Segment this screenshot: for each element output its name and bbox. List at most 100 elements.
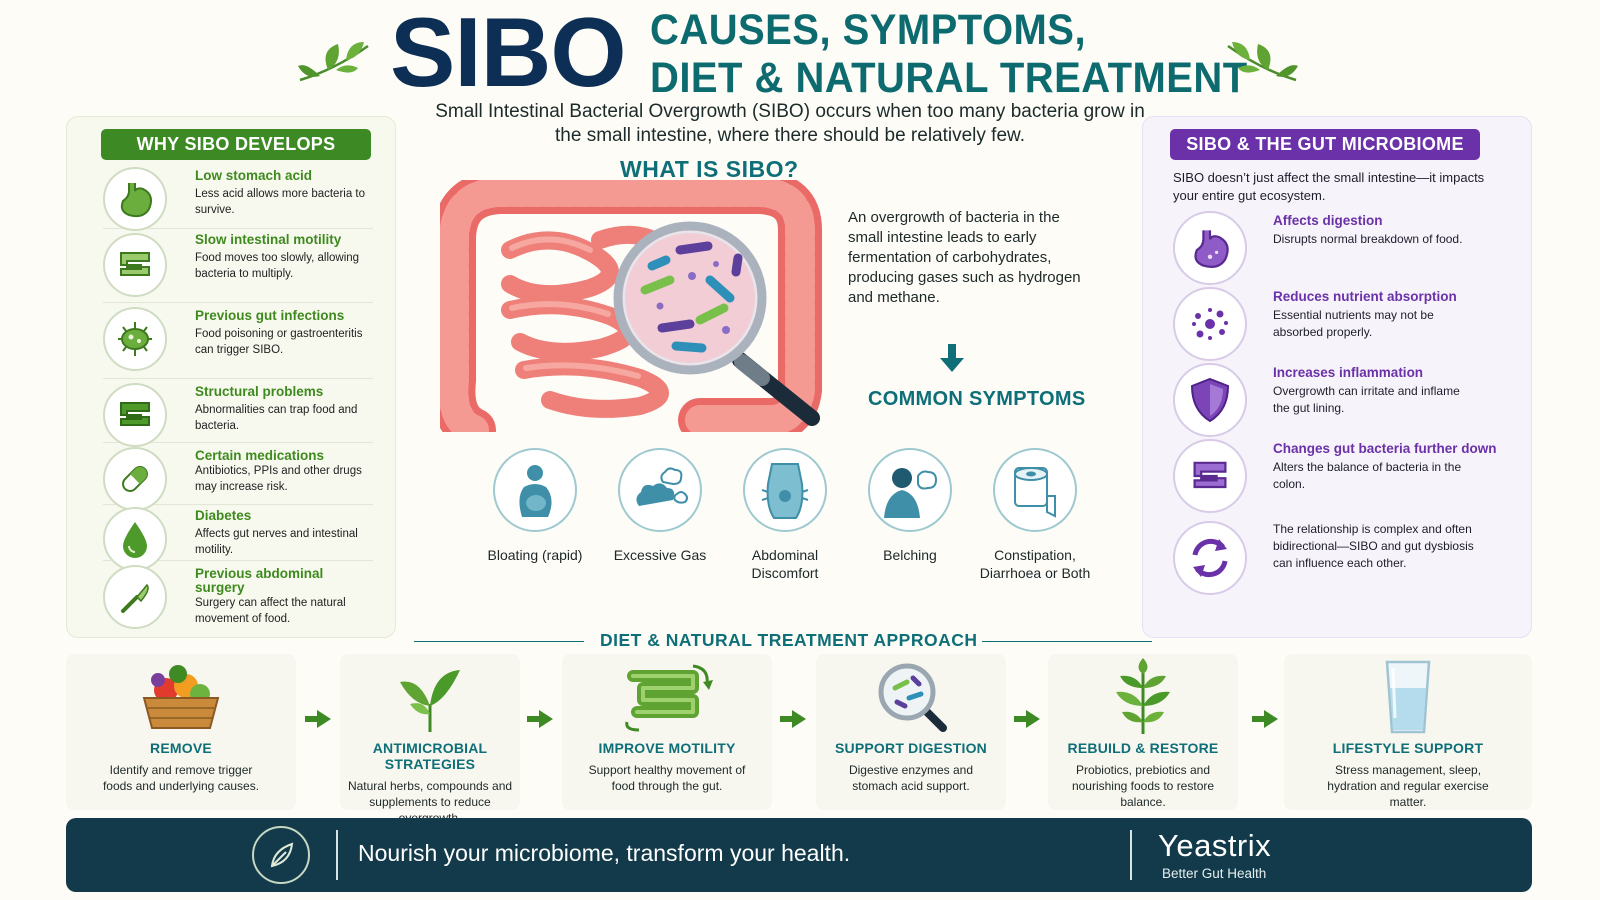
- cause-title: Slow intestinal motility: [195, 232, 342, 247]
- magnifier-bacteria-icon: [816, 654, 1006, 734]
- cause-desc: Surgery can affect the natural movement …: [195, 597, 346, 625]
- leaf-sprig-icon: [298, 42, 369, 82]
- food-basket-icon: [66, 654, 296, 734]
- step-desc: Probiotics, prebiotics and nourishing fo…: [1071, 763, 1215, 809]
- intestine-magnifier-illustration: [440, 180, 822, 432]
- arrow-right-icon: [527, 710, 553, 728]
- approach-step: REMOVE Identify and remove trigger foods…: [66, 654, 296, 810]
- scalpel-icon: [103, 565, 167, 629]
- cause-title: Structural problems: [195, 384, 324, 399]
- symptom-item: Constipation, Diarrhoea or Both: [970, 448, 1100, 582]
- cause-title: Low stomach acid: [195, 168, 313, 183]
- subtitle-line-1: CAUSES, SYMPTOMS,: [650, 6, 1087, 54]
- down-arrow-icon: [940, 344, 964, 372]
- what-is-sibo-heading: WHAT IS SIBO?: [620, 156, 799, 182]
- step-desc: Digestive enzymes and stomach acid suppo…: [848, 763, 974, 793]
- leaf-sprig-icon: [1227, 42, 1298, 82]
- step-title: LIFESTYLE SUPPORT: [1332, 740, 1484, 756]
- symptom-item: Excessive Gas: [595, 448, 725, 564]
- microbiome-intro: SIBO doesn’t just affect the small intes…: [1173, 170, 1485, 203]
- cause-item: Slow intestinal motility Food moves too …: [103, 231, 373, 303]
- cause-desc: Abnormalities can trap food and bacteria…: [195, 404, 358, 432]
- cycle-arrows-icon: [1173, 521, 1247, 595]
- effect-item: Reduces nutrient absorption Essential nu…: [1173, 287, 1513, 361]
- symptom-label: Bloating (rapid): [487, 547, 583, 563]
- herb-leaves-icon: [340, 654, 520, 734]
- arrow-right-icon: [1252, 710, 1278, 728]
- toilet-roll-icon: [993, 448, 1077, 532]
- symptom-item: Belching: [845, 448, 975, 564]
- cause-title: Diabetes: [195, 508, 252, 523]
- step-desc: Support healthy movement of food through…: [588, 763, 746, 793]
- arrow-right-icon: [1014, 710, 1040, 728]
- approach-step: IMPROVE MOTILITY Support healthy movemen…: [562, 654, 772, 810]
- symptom-label: Constipation, Diarrhoea or Both: [979, 547, 1091, 581]
- effect-title: Increases inflammation: [1273, 365, 1424, 380]
- drop-icon: [103, 507, 167, 571]
- effect-desc: Disrupts normal breakdown of food.: [1273, 232, 1463, 246]
- microbiome-heading: SIBO & THE GUT MICROBIOME: [1170, 129, 1480, 160]
- cause-item: Diabetes Affects gut nerves and intestin…: [103, 507, 373, 571]
- symptom-label: Abdominal Discomfort: [751, 547, 819, 581]
- symptom-label: Excessive Gas: [613, 547, 707, 563]
- cause-title: Previous gut infections: [195, 308, 345, 323]
- intro-text: Small Intestinal Bacterial Overgrowth (S…: [435, 101, 1145, 146]
- step-title: REMOVE: [150, 740, 212, 756]
- step-title: SUPPORT DIGESTION: [835, 740, 987, 756]
- belching-icon: [868, 448, 952, 532]
- shield-icon: [1173, 363, 1247, 437]
- cause-desc: Food moves too slowly, allowing bacteria…: [195, 252, 360, 280]
- approach-step: ANTIMICROBIAL STRATEGIES Natural herbs, …: [340, 654, 520, 825]
- footer-divider: [336, 830, 338, 880]
- step-title: REBUILD & RESTORE: [1067, 740, 1219, 756]
- what-is-sibo-desc: An overgrowth of bacteria in the small i…: [848, 209, 1081, 306]
- abdomen-icon: [743, 448, 827, 532]
- why-sibo-heading: WHY SIBO DEVELOPS: [101, 129, 371, 160]
- arrow-right-icon: [780, 710, 806, 728]
- effect-item: Changes gut bacteria further down Alters…: [1173, 439, 1513, 513]
- brand-tagline: Better Gut Health: [1162, 866, 1267, 881]
- subtitle: CAUSES, SYMPTOMS, DIET & NATURAL TREATME…: [650, 6, 1248, 102]
- symptom-item: Bloating (rapid): [470, 448, 600, 564]
- pill-icon: [103, 447, 167, 511]
- cause-item: Structural problems Abnormalities can tr…: [103, 383, 373, 447]
- approach-step: SUPPORT DIGESTION Digestive enzymes and …: [816, 654, 1006, 810]
- bloating-icon: [493, 448, 577, 532]
- cause-item: Low stomach acid Less acid allows more b…: [103, 167, 373, 231]
- leaf-logo-icon: [252, 826, 310, 884]
- effect-desc: Overgrowth can irritate and inflame the …: [1273, 384, 1460, 415]
- common-symptoms-heading: COMMON SYMPTOMS: [868, 388, 1086, 410]
- approach-step: REBUILD & RESTORE Probiotics, prebiotics…: [1048, 654, 1238, 810]
- header: SIBO CAUSES, SYMPTOMS, DIET & NATURAL TR…: [0, 0, 1600, 150]
- effect-desc: The relationship is complex and often bi…: [1273, 522, 1474, 570]
- subtitle-line-2: DIET & NATURAL TREATMENT: [650, 54, 1248, 102]
- effect-item: Increases inflammation Overgrowth can ir…: [1173, 363, 1513, 437]
- effect-title: Affects digestion: [1273, 213, 1383, 228]
- effect-item: Affects digestion Disrupts normal breakd…: [1173, 211, 1513, 285]
- water-glass-icon: [1284, 654, 1532, 734]
- step-title: ANTIMICROBIAL STRATEGIES: [372, 740, 488, 772]
- gut-flow-icon: [562, 654, 772, 734]
- cause-desc: Affects gut nerves and intestinal motili…: [195, 528, 358, 556]
- effect-title: Changes gut bacteria further down: [1273, 441, 1497, 456]
- footer-divider: [1130, 830, 1132, 880]
- cause-desc: Antibiotics, PPIs and other drugs may in…: [195, 465, 362, 493]
- cause-title: Certain medications: [195, 448, 325, 463]
- plant-icon: [1048, 654, 1238, 734]
- main-title: SIBO: [390, 0, 627, 107]
- cause-desc: Less acid allows more bacteria to surviv…: [195, 188, 366, 216]
- microbe-icon: [103, 307, 167, 371]
- divider-line: [982, 641, 1152, 642]
- cause-item: Previous gut infections Food poisoning o…: [103, 307, 373, 379]
- footer-banner: Nourish your microbiome, transform your …: [66, 818, 1532, 892]
- stomach-icon: [1173, 211, 1247, 285]
- step-desc: Identify and remove trigger foods and un…: [102, 763, 260, 793]
- colon-icon: [1173, 439, 1247, 513]
- effect-title: Reduces nutrient absorption: [1273, 289, 1457, 304]
- nutrient-dots-icon: [1173, 287, 1247, 361]
- cause-desc: Food poisoning or gastroenteritis can tr…: [195, 328, 363, 356]
- stomach-icon: [103, 167, 167, 231]
- intestine-icon: [103, 383, 167, 447]
- arrow-right-icon: [305, 710, 331, 728]
